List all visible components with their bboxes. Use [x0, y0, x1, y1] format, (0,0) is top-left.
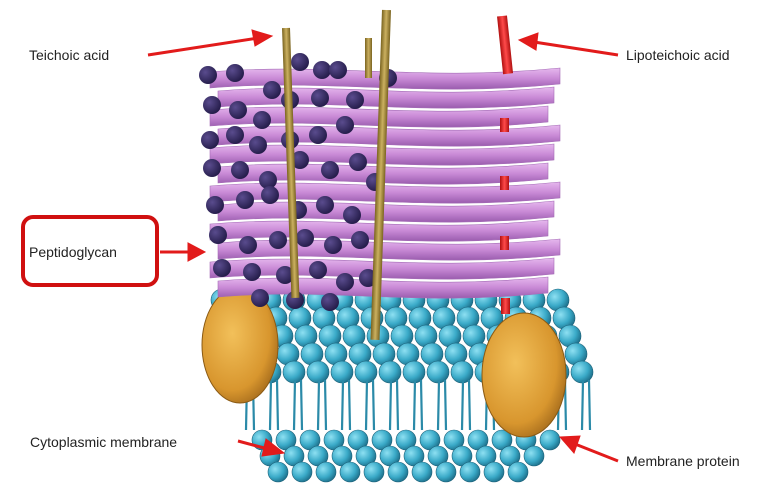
- peptidoglycan-strand-end: [296, 229, 314, 247]
- peptidoglycan-strand-end: [346, 91, 364, 109]
- peptidoglycan-strand-end: [336, 273, 354, 291]
- membrane-lipid-head: [460, 462, 480, 482]
- peptidoglycan-strand-end: [201, 131, 219, 149]
- peptidoglycan-strand-end: [231, 161, 249, 179]
- arrow-membrane-protein: [560, 436, 618, 461]
- peptidoglycan-strand-end: [249, 136, 267, 154]
- membrane-lipid-head: [292, 462, 312, 482]
- label-teichoic-acid: Teichoic acid: [29, 47, 109, 63]
- peptidoglycan-strand-end: [239, 236, 257, 254]
- membrane-lipid-head: [403, 361, 425, 383]
- peptidoglycan-strand-end: [316, 196, 334, 214]
- membrane-lipid-head: [331, 361, 353, 383]
- membrane-lipid-head: [355, 361, 377, 383]
- membrane-lipid-tail: [414, 380, 422, 430]
- lipoteichoic-acid-rod-top: [497, 15, 513, 74]
- membrane-lipid-head: [436, 462, 456, 482]
- membrane-lipid-tail: [582, 380, 590, 430]
- peptidoglycan-strand-end: [226, 126, 244, 144]
- peptidoglycan-strand-end: [343, 206, 361, 224]
- membrane-lipid-head: [340, 462, 360, 482]
- peptidoglycan-strand-end: [253, 111, 271, 129]
- teichoic-acid-rod: [365, 38, 372, 78]
- label-cytoplasmic-membrane: Cytoplasmic membrane: [30, 434, 177, 450]
- peptidoglycan-strand-end: [203, 159, 221, 177]
- membrane-lipid-head: [307, 361, 329, 383]
- membrane-lipid-head: [427, 361, 449, 383]
- membrane-lipid-head: [268, 462, 288, 482]
- peptidoglycan-strand-end: [313, 61, 331, 79]
- membrane-lipid-head: [379, 361, 401, 383]
- peptidoglycan-strand-end: [349, 153, 367, 171]
- peptidoglycan-strand-end: [351, 231, 369, 249]
- peptidoglycan-strand-end: [229, 101, 247, 119]
- peptidoglycan-strand-end: [291, 53, 309, 71]
- arrow-lipoteichoic-acid: [519, 33, 618, 55]
- peptidoglycan-strand-end: [324, 236, 342, 254]
- peptidoglycan-strand-end: [321, 293, 339, 311]
- membrane-lipid-tail: [294, 380, 302, 430]
- membrane-lipid-head: [388, 462, 408, 482]
- membrane-lipid-head: [316, 462, 336, 482]
- peptidoglycan-strand-end: [263, 81, 281, 99]
- membrane-lipid-head: [451, 361, 473, 383]
- arrow-teichoic-acid: [148, 30, 272, 55]
- peptidoglycan-strand-end: [236, 191, 254, 209]
- membrane-lipid-head: [484, 462, 504, 482]
- peptidoglycan-strand-end: [311, 89, 329, 107]
- membrane-lipid-tail: [342, 380, 350, 430]
- peptidoglycan-strand-end: [336, 116, 354, 134]
- membrane-lipid-head: [412, 462, 432, 482]
- lipoteichoic-acid-segment: [501, 298, 510, 314]
- peptidoglycan-strand-end: [309, 261, 327, 279]
- peptidoglycan-strand-end: [329, 61, 347, 79]
- peptidoglycan-strand-end: [203, 96, 221, 114]
- peptidoglycan-strand: [218, 201, 554, 222]
- peptidoglycan-strand-end: [206, 196, 224, 214]
- membrane-lipid-tail: [270, 380, 278, 430]
- arrow-peptidoglycan: [160, 243, 205, 261]
- lipoteichoic-acid-segment: [500, 118, 509, 132]
- membrane-protein-right: [482, 313, 566, 437]
- peptidoglycan-strand-end: [269, 231, 287, 249]
- membrane-lipid-head: [283, 361, 305, 383]
- membrane-lipid-head: [571, 361, 593, 383]
- label-peptidoglycan: Peptidoglycan: [29, 244, 117, 260]
- label-membrane-protein: Membrane protein: [626, 453, 740, 469]
- lipoteichoic-acid-segment: [500, 236, 509, 250]
- peptidoglycan-strand-end: [213, 259, 231, 277]
- membrane-lipid-head: [524, 446, 544, 466]
- membrane-lipid-head: [540, 430, 560, 450]
- peptidoglycan-strand-end: [199, 66, 217, 84]
- peptidoglycan-strand-end: [209, 226, 227, 244]
- membrane-lipid-tail: [366, 380, 374, 430]
- peptidoglycan-strand-end: [251, 289, 269, 307]
- membrane-lipid-tail: [318, 380, 326, 430]
- membrane-lipid-tail: [390, 380, 398, 430]
- peptidoglycan-strand-end: [243, 263, 261, 281]
- peptidoglycan-strand-end: [321, 161, 339, 179]
- peptidoglycan-strand-end: [309, 126, 327, 144]
- membrane-protein-left: [202, 287, 278, 403]
- membrane-lipid-tail: [438, 380, 446, 430]
- peptidoglycan-strand-end: [261, 186, 279, 204]
- membrane-lipid-head: [364, 462, 384, 482]
- peptidoglycan-strand-end: [226, 64, 244, 82]
- membrane-lipid-head: [508, 462, 528, 482]
- label-lipoteichoic-acid: Lipoteichoic acid: [626, 47, 730, 63]
- membrane-lipid-tail: [462, 380, 470, 430]
- lipoteichoic-acid-segment: [500, 176, 509, 190]
